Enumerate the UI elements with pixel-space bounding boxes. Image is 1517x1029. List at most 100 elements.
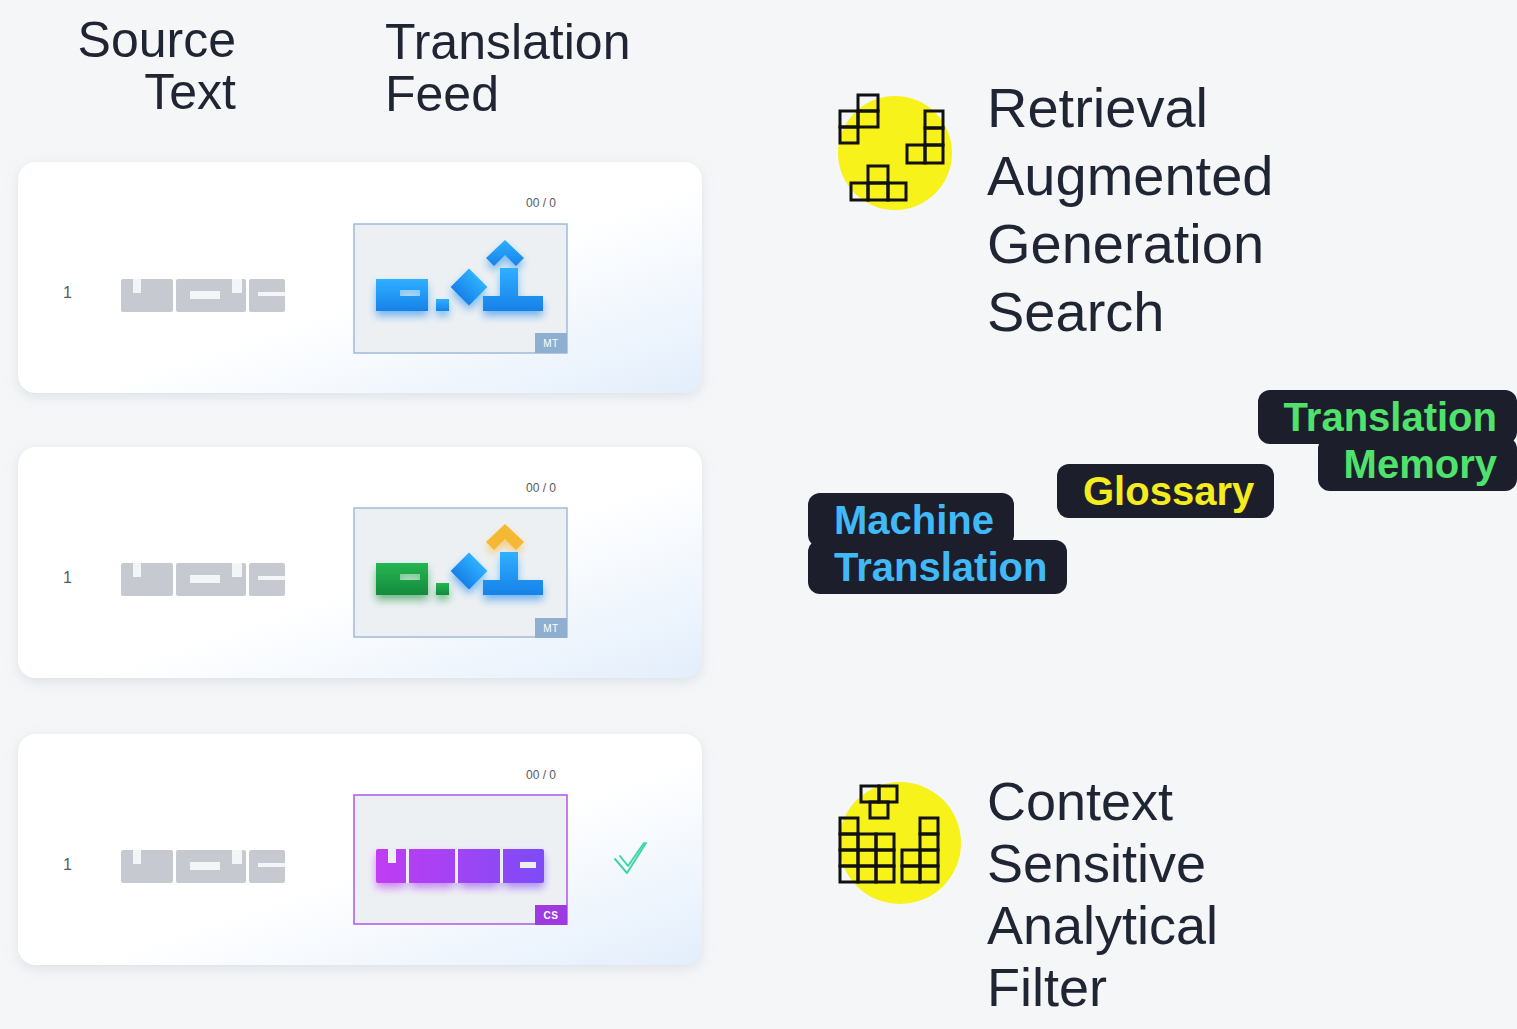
source-glyph-part-part [190,862,220,870]
engine-badge: MT [535,618,567,638]
filter-icon-part [839,782,961,904]
source-glyph-part-part [190,575,220,583]
filter-icon-part-part [870,802,888,818]
source-glyph-part-part [258,576,285,580]
rag-icon-part-part [925,111,943,128]
badge-label: MT [543,623,558,634]
rag-icon [838,95,952,210]
badge-label: CS [544,910,559,921]
source-glyph-part-part [176,563,246,596]
card-background-part [18,447,702,678]
rag-icon-part-part [888,183,906,200]
column-heading: Translation Feed [385,16,630,120]
filter-icon-part-part [876,866,894,882]
source-glyph-part-part [133,279,141,293]
source-glyph-part-part [249,279,285,312]
rag-icon-part-part [840,127,858,143]
filter-icon-part-part [861,786,879,802]
translation-blocks-part [486,524,524,550]
rag-icon-part-part [868,183,888,200]
card-background [18,162,702,965]
column-heading: Source Text [78,14,236,118]
rag-icon-part-part [858,95,878,111]
preview-box-part [354,795,567,924]
match-counter: 00 / 0 [526,482,556,494]
source-glyph [121,279,285,883]
filter-icon-part [840,786,938,882]
source-tag: Machine Translation [808,497,1067,591]
source-glyph-part-part [232,850,242,864]
card-background-part [18,734,702,965]
translation-blocks-part [451,553,488,590]
translation-blocks-part [376,279,428,311]
segment-number: 1 [63,570,72,586]
rag-icon-part-part [907,145,925,163]
source-glyph-part-part [232,279,242,293]
tag-label: Translation Memory [1258,390,1517,491]
preview-box [354,224,567,924]
rag-icon-part-part [925,128,943,145]
translation-blocks-part [520,862,536,868]
filter-icon-part-part [920,850,938,866]
feature-title: Context Sensitive Analytical Filter [987,770,1218,1018]
translation-blocks-part [406,849,409,883]
rag-icon-part-part [925,145,943,163]
source-glyph-part-part [121,850,173,883]
translation-blocks-part [451,269,488,306]
filter-icon-part-part [876,834,894,850]
check-mark [615,843,646,873]
source-tag: Glossary [1057,468,1274,515]
preview-box-part [354,224,567,353]
filter-icon-part-part [879,786,897,802]
source-glyph-part-part [121,563,173,596]
filter-icon-part-part [840,834,858,850]
filter-icon-part-part [902,866,920,882]
filter-icon-part-part [858,866,876,882]
filter-icon-part-part [840,818,858,834]
source-tag: Translation Memory [1258,394,1517,488]
filter-icon-part-part [920,818,938,834]
segment-number: 1 [63,857,72,873]
filter-icon-part-part [920,834,938,850]
filter-icon-part-part [902,850,920,866]
filter-icon-part-part [876,850,894,866]
segment-card: MT 1 00 / 0 [18,447,702,678]
filter-icon-part-part [858,850,876,866]
source-glyph-part-part [190,291,220,299]
rag-icon-part-part [868,166,888,183]
filter-icon-part-part [920,866,938,882]
translation-blocks-part [376,849,544,883]
source-glyph-part-part [133,563,141,577]
translation-blocks-part [483,552,543,595]
translation-blocks [376,849,544,883]
source-glyph-part-part [176,279,246,312]
card-background-part [18,162,702,393]
translation-blocks-part [436,583,449,595]
translation-blocks-part [483,268,543,311]
tag-label: Machine Translation [808,493,1067,594]
tag-label: Glossary [1057,464,1274,518]
filter-icon-part-part [840,850,858,866]
translation-blocks-part [486,240,524,266]
filter-icon-part-part [858,834,876,850]
translation-blocks-part [436,299,449,311]
match-counter: 00 / 0 [526,769,556,781]
engine-badge: MT [535,333,567,353]
source-glyph-part-part [249,563,285,596]
segment-card: MT100 / 0 [18,162,702,393]
source-glyph-part-part [258,863,285,867]
rag-icon-part-part [858,111,878,127]
check-mark-part [620,843,644,866]
source-glyph-part [121,850,285,883]
source-glyph-part-part [232,563,242,577]
source-glyph-part [121,563,285,596]
translation-blocks-part [455,849,458,883]
rag-icon-part [840,95,943,200]
source-glyph-part-part [249,850,285,883]
feature-title: Retrieval Augmented Generation Search [987,74,1273,346]
source-glyph-part-part [176,850,246,883]
badge-label: MT [543,338,558,349]
translation-blocks [376,240,543,311]
